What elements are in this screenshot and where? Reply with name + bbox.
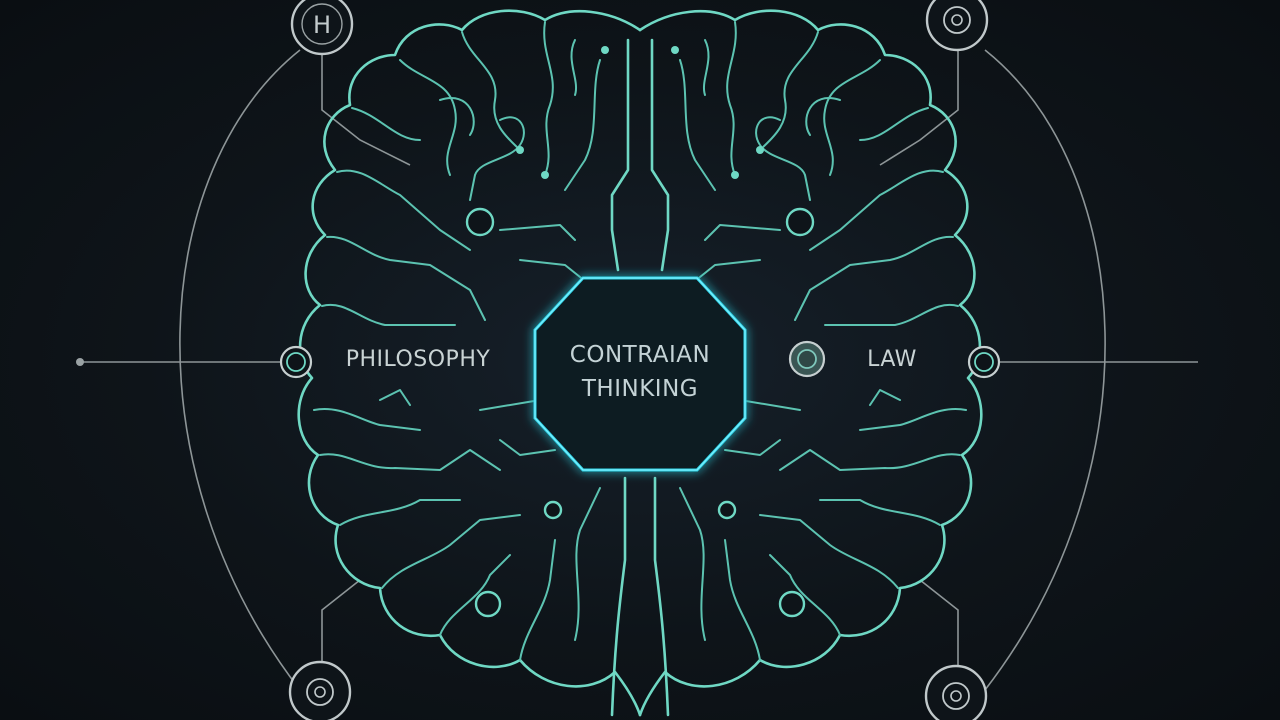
center-title-line1: CONTRAIAN [570, 342, 710, 368]
center-octagon: CONTRAIAN THINKING [533, 276, 747, 472]
central-channels [564, 38, 716, 717]
target-icon [288, 660, 352, 720]
left-node-icon [279, 345, 313, 379]
left-axis-dot [76, 358, 84, 366]
target-icon [924, 664, 988, 720]
center-title-line2: THINKING [581, 376, 698, 402]
brain-nodes [465, 46, 815, 618]
philosophy-label: PHILOSOPHY [346, 347, 491, 372]
outer-ring [179, 49, 1106, 691]
axis-nodes [279, 340, 1001, 379]
left-gyri [313, 21, 591, 661]
right-node-icon [967, 345, 1001, 379]
h-letter-icon: H [290, 0, 354, 56]
target-icon [925, 0, 989, 52]
right-gyri [689, 21, 967, 661]
horizontal-axis [76, 358, 1198, 366]
corner-connectors [321, 45, 959, 670]
h-letter-glyph: H [313, 11, 331, 39]
brain-outline [297, 9, 983, 717]
law-label: LAW [867, 347, 917, 372]
